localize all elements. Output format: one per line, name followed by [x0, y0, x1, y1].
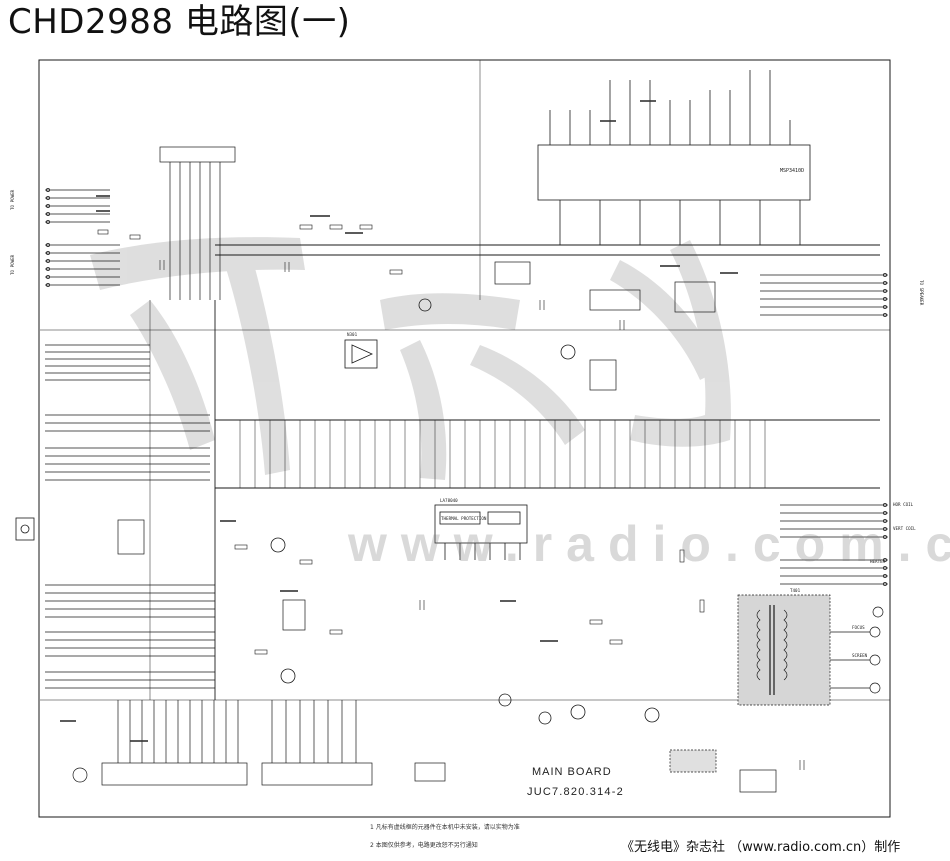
vertical-ic-label: LA78040: [440, 498, 458, 503]
opamp-n301: [344, 339, 378, 369]
connector-deflection: [780, 503, 888, 586]
part-reference-marks: [60, 100, 738, 742]
connector-n501: [159, 146, 236, 300]
screen-label: SCREEN: [852, 653, 868, 658]
transistors: [270, 298, 660, 725]
footnote-2: 2 本图仅供参考，电路更改恕不另行通知: [370, 842, 478, 849]
ic-msp3410d-label: MSP3410D: [780, 168, 804, 174]
hor-coil-label: HOR COIL: [893, 502, 914, 507]
ic-vertical-la78040: [434, 504, 528, 560]
connector-left-groups: [45, 344, 215, 689]
board-name: MAIN BOARD: [532, 766, 612, 778]
to-power-label-1: TO POWER: [10, 189, 15, 210]
connector-speaker: [760, 273, 888, 317]
footnote-1: 1 凡标有虚线框的元器件在本机中未安装，请以实物为准: [370, 824, 520, 831]
connector-power: [45, 188, 120, 287]
bus-drops: [239, 420, 766, 488]
to-power-label-2: TO POWER: [10, 254, 15, 275]
board-code: JUC7.820.314-2: [527, 786, 624, 798]
to-speaker-label: TO SPEAKER: [919, 280, 924, 306]
heater-label: HEATER: [870, 559, 886, 564]
sheet-border: [38, 59, 891, 818]
opamp-label: N301: [347, 332, 358, 337]
passive-components: [97, 224, 805, 770]
bottom-av-connectors: [72, 700, 446, 786]
publisher-credit: 《无线电》杂志社 （www.radio.com.cn）制作: [621, 840, 901, 855]
watermark-logo: [90, 237, 731, 480]
flyback-label: T401: [790, 588, 801, 593]
dc-jack-symbol: [15, 517, 35, 541]
watermark-url: www.radio.com.cn: [348, 516, 950, 572]
focus-label: FOCUS: [852, 625, 865, 630]
flyback-transformer-t401: [737, 594, 884, 706]
diagram-title: CHD2988 电路图(一): [8, 2, 351, 42]
small-ics: [117, 261, 777, 793]
ic-msp3410d: [537, 70, 811, 245]
thermal-protection-label: THERMAL PROTECTION: [441, 516, 487, 521]
vert-coil-label: VERT COIL: [893, 526, 916, 531]
